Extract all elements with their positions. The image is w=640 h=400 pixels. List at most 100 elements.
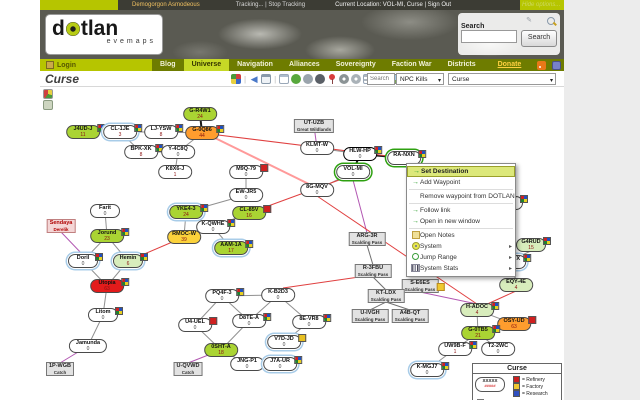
nav-item-alliances[interactable]: Alliances <box>288 61 320 68</box>
search-input[interactable] <box>461 30 517 43</box>
map-edit-icon[interactable] <box>43 100 53 110</box>
menu-item-remove-waypoint-from-dotlan[interactable]: Remove waypoint from DOTLAN <box>407 191 515 202</box>
rss-icon[interactable] <box>537 60 547 70</box>
login-area[interactable]: Login <box>40 59 152 71</box>
nav-item-sovereignty[interactable]: Sovereignty <box>335 61 376 68</box>
system-kills-value: 0 <box>276 295 280 301</box>
region-select[interactable]: Curse▾ <box>448 73 556 85</box>
menu-item-jump-range[interactable]: Jump Range▸ <box>407 252 515 263</box>
gears-icon[interactable] <box>339 74 350 84</box>
menu-item-system-stats[interactable]: System Stats▸ <box>407 263 515 274</box>
map-search-input[interactable] <box>367 73 395 85</box>
map-icon[interactable] <box>231 74 241 84</box>
nav-item-donate[interactable]: Donate <box>497 61 522 68</box>
sovereignty-flag-icon <box>120 228 129 236</box>
current-location-signout[interactable]: Current Location: VOL-MI, Curse | Sign O… <box>335 2 452 8</box>
nav-item-universe[interactable]: Universe <box>183 59 230 71</box>
menu-item-follow-link[interactable]: →Follow link <box>407 205 515 216</box>
back-icon[interactable]: ◀ <box>250 74 258 84</box>
search-button[interactable]: Search <box>521 30 557 47</box>
metric-select[interactable]: NPC Kills▾ <box>396 73 444 85</box>
menu-item-open-in-new-window[interactable]: →Open in new window <box>407 216 515 227</box>
globe-dark-icon[interactable] <box>315 74 326 84</box>
menu-item-set-destination[interactable]: →Set Destination <box>407 166 515 177</box>
pin-icon[interactable] <box>327 74 337 84</box>
nav-item-blog[interactable]: Blog <box>160 61 176 68</box>
globe-gray-icon[interactable] <box>303 74 314 84</box>
hide-options-link[interactable]: Hide options... <box>522 2 561 8</box>
map-style-icon[interactable] <box>43 89 53 99</box>
nav-item-faction-war[interactable]: Faction War <box>391 61 432 68</box>
system-label: Jamunda <box>75 340 101 346</box>
window-icon[interactable] <box>261 74 272 84</box>
menu-item-system[interactable]: System▸ <box>407 241 515 252</box>
nav-item-navigation[interactable]: Navigation <box>237 61 273 68</box>
menu-item-add-waypoint[interactable]: →Add Waypoint <box>407 177 515 188</box>
tracking-link[interactable]: Tracking... | Stop Tracking <box>235 2 306 8</box>
menu-item-open-notes[interactable]: Open Notes <box>407 230 515 241</box>
validator-icon[interactable] <box>552 60 562 70</box>
table-icon[interactable] <box>279 74 290 84</box>
system-node[interactable]: RA-NXN <box>387 150 426 165</box>
system-label: G4RUD <box>521 239 541 245</box>
gear-icon[interactable] <box>351 74 362 84</box>
globe-green-icon[interactable] <box>291 74 302 84</box>
nav-item-districts[interactable]: Districts <box>447 61 476 68</box>
